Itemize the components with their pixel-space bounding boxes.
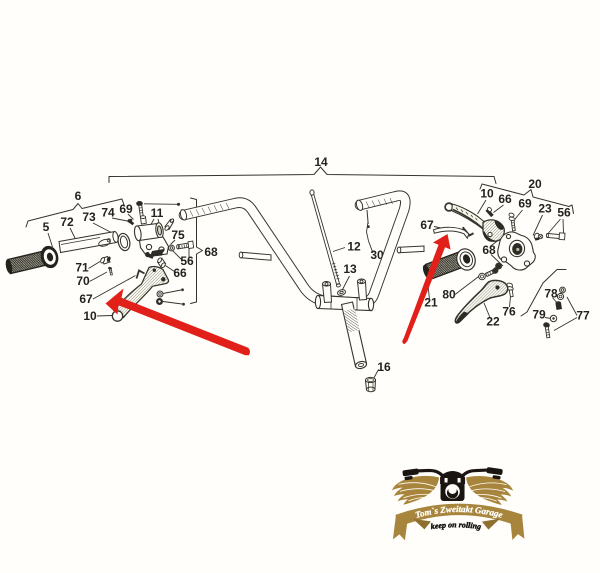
svg-text:70: 70 (76, 274, 90, 288)
svg-text:66: 66 (173, 266, 187, 280)
svg-text:56: 56 (180, 254, 194, 268)
svg-text:30: 30 (370, 248, 384, 262)
svg-text:14: 14 (314, 155, 328, 169)
svg-text:5: 5 (43, 220, 50, 234)
svg-text:66: 66 (498, 192, 512, 206)
svg-text:16: 16 (377, 360, 391, 374)
svg-text:56: 56 (557, 206, 571, 220)
svg-text:67: 67 (420, 218, 434, 232)
svg-text:72: 72 (60, 215, 74, 229)
svg-text:11: 11 (151, 206, 164, 220)
svg-text:12: 12 (347, 240, 361, 254)
svg-text:22: 22 (486, 315, 500, 329)
svg-text:78: 78 (544, 287, 558, 301)
svg-text:77: 77 (576, 309, 590, 323)
svg-text:13: 13 (343, 262, 357, 276)
svg-text:20: 20 (528, 177, 542, 191)
svg-text:76: 76 (502, 305, 516, 319)
svg-text:keep on rolling: keep on rolling (430, 520, 482, 531)
svg-text:71: 71 (75, 261, 89, 275)
svg-text:73: 73 (82, 210, 96, 224)
svg-text:75: 75 (171, 228, 185, 242)
svg-text:21: 21 (424, 296, 438, 310)
svg-text:69: 69 (119, 202, 133, 216)
svg-text:6: 6 (75, 189, 82, 203)
svg-text:79: 79 (532, 308, 546, 322)
svg-text:74: 74 (101, 206, 115, 220)
svg-text:69: 69 (518, 197, 532, 211)
svg-text:10: 10 (480, 187, 494, 201)
svg-text:68: 68 (204, 245, 218, 259)
svg-text:23: 23 (538, 202, 552, 216)
svg-text:68: 68 (482, 243, 496, 257)
svg-text:80: 80 (442, 288, 456, 302)
svg-text:67: 67 (79, 292, 93, 306)
svg-text:10: 10 (83, 309, 97, 323)
